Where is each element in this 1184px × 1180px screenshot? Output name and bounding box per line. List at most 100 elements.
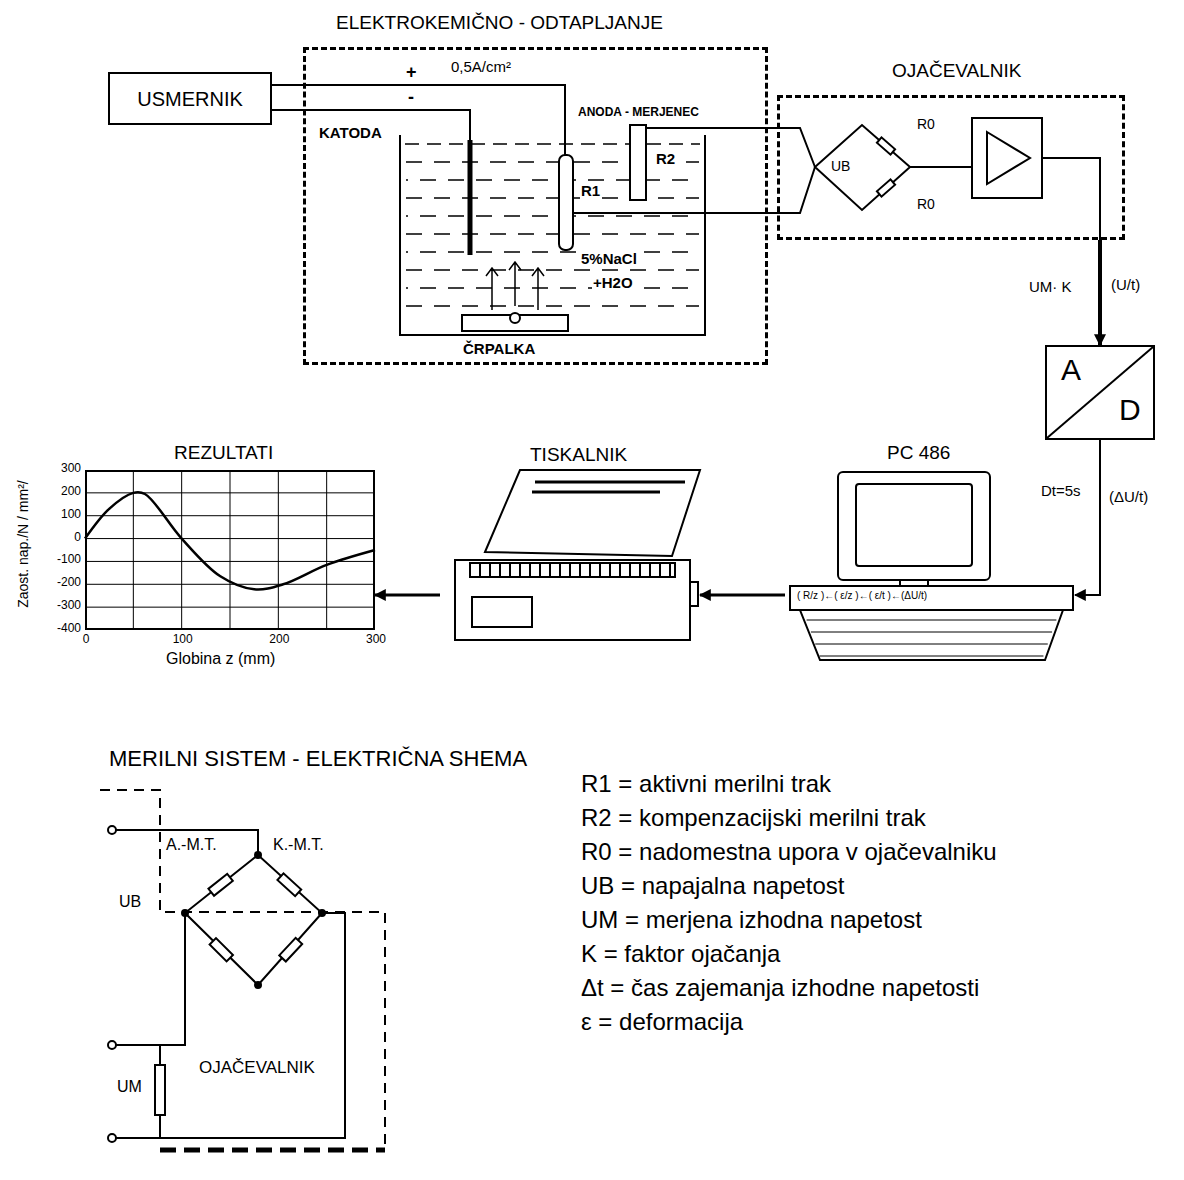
symbol-definition: Δt = čas zajemanja izhodne napetosti bbox=[580, 974, 980, 1002]
axis-tick: -300 bbox=[36, 599, 82, 613]
axis-tick: 300 bbox=[36, 462, 82, 476]
part-label: + bbox=[405, 62, 418, 83]
junction bbox=[255, 852, 261, 858]
part-label: 0,5A/cm² bbox=[450, 58, 512, 75]
terminal bbox=[108, 826, 116, 834]
liquid-dash bbox=[406, 305, 699, 307]
monitor bbox=[838, 472, 990, 580]
symbol-definition: R1 = aktivni merilni trak bbox=[580, 770, 832, 798]
node-title: OJAČEVALNIK bbox=[890, 60, 1024, 82]
amplifier-box bbox=[972, 118, 1042, 198]
flow-arrow bbox=[486, 262, 544, 310]
rectifier-wire bbox=[272, 84, 303, 86]
part-label: R0 bbox=[916, 116, 936, 132]
amplifier-output-wire bbox=[1042, 158, 1100, 240]
junction bbox=[255, 982, 261, 988]
printer-key bbox=[659, 564, 661, 576]
section-title: MERILNI SISTEM - ELEKTRIČNA SHEMA bbox=[108, 746, 528, 771]
printer-key bbox=[539, 564, 541, 576]
gauge-label: K.-M.T. bbox=[272, 836, 325, 854]
printer-body bbox=[455, 560, 690, 640]
printer-keys-strip bbox=[470, 563, 675, 577]
bridge-arm bbox=[815, 125, 910, 210]
node-title: ELEKTROKEMIČNO - ODTAPLJANJE bbox=[334, 12, 665, 34]
junction bbox=[319, 910, 325, 916]
connector bbox=[272, 84, 303, 86]
printer-key bbox=[519, 564, 521, 576]
liquid-dash bbox=[406, 179, 699, 181]
grid-line bbox=[278, 470, 279, 630]
wire bbox=[112, 830, 258, 855]
terminal bbox=[108, 1134, 116, 1142]
liquid-dash bbox=[406, 251, 699, 253]
liquid-dash bbox=[406, 269, 699, 271]
connector-label: UM· K bbox=[1028, 278, 1073, 295]
node-text: ( R/z )←( ε/z )←( ε/t )←(ΔU/t) bbox=[795, 590, 929, 602]
printer-key bbox=[619, 564, 621, 576]
liquid-hatching bbox=[406, 162, 699, 306]
printer-key bbox=[669, 564, 671, 576]
connector-label: Dt=5s bbox=[1040, 482, 1082, 499]
pump-rotor bbox=[510, 313, 520, 323]
printer-key bbox=[499, 564, 501, 576]
anode-wire bbox=[303, 85, 565, 155]
symbol-definition: R2 = kompenzacijski merilni trak bbox=[580, 804, 927, 832]
liquid-dash bbox=[406, 215, 699, 217]
liquid-dash bbox=[406, 197, 699, 199]
bridge-arm bbox=[185, 855, 322, 985]
printer-key bbox=[589, 564, 591, 576]
part-label: (ΔU/t) bbox=[1108, 488, 1149, 505]
amplifier-symbol bbox=[987, 132, 1030, 184]
axis-tick: -200 bbox=[36, 576, 82, 590]
node-text: D bbox=[1117, 393, 1143, 428]
part-label: UB bbox=[830, 158, 851, 174]
resistor-symbol bbox=[877, 137, 895, 154]
results-chart: REZULTATI bbox=[85, 470, 375, 630]
stress-curve bbox=[85, 492, 375, 589]
node-title: A bbox=[1059, 353, 1083, 388]
printer-key bbox=[649, 564, 651, 576]
paper-print-lines bbox=[532, 482, 685, 492]
ad-converter-box: AD bbox=[1045, 345, 1155, 440]
gauge-label: A.-M.T. bbox=[165, 836, 218, 854]
tank bbox=[400, 135, 705, 335]
resistor-symbol bbox=[277, 873, 301, 896]
bridge-schematic bbox=[100, 790, 385, 1150]
connector bbox=[1098, 240, 1102, 345]
part-label: (U/t) bbox=[1110, 276, 1141, 293]
printer-key bbox=[529, 564, 531, 576]
printer-key bbox=[579, 564, 581, 576]
keyboard-strip bbox=[790, 586, 1073, 610]
axis-tick: 0 bbox=[36, 531, 82, 545]
resistor-symbol bbox=[208, 874, 232, 896]
resistor-symbol bbox=[210, 938, 233, 961]
computer-illustration bbox=[790, 472, 1073, 660]
printer-paper bbox=[485, 470, 700, 556]
liquid-dash bbox=[406, 233, 699, 235]
part-label: - bbox=[407, 87, 415, 108]
resistor-symbol bbox=[155, 1065, 165, 1115]
node-title: PC 486 bbox=[885, 442, 952, 464]
boundary-dashed bbox=[160, 1148, 385, 1153]
part-label: KATODA bbox=[318, 124, 383, 141]
electrochemical-cell-group: ELEKTROKEMIČNO - ODTAPLJANJE bbox=[303, 47, 768, 365]
part-label: R1 bbox=[580, 182, 601, 199]
gauge-wire bbox=[777, 128, 815, 167]
axis-tick: 100 bbox=[162, 633, 204, 647]
resistor-symbol bbox=[279, 938, 302, 962]
cell-illustration bbox=[272, 85, 815, 335]
computer: PC 486( R/z )←( ε/z )←( ε/t )←(ΔU/t) bbox=[785, 470, 1075, 660]
printer-key bbox=[479, 564, 481, 576]
printer: TISKALNIK bbox=[440, 470, 700, 650]
axis-tick: 100 bbox=[36, 508, 82, 522]
printer-illustration bbox=[455, 470, 700, 640]
chart-plot bbox=[85, 470, 375, 630]
wire bbox=[112, 913, 345, 1138]
printer-panel bbox=[472, 597, 532, 627]
printer-knob bbox=[690, 582, 698, 606]
symbol-definition: K = faktor ojačanja bbox=[580, 940, 781, 968]
grid-line bbox=[230, 470, 231, 630]
printer-key bbox=[559, 564, 561, 576]
axis-tick: 200 bbox=[36, 485, 82, 499]
